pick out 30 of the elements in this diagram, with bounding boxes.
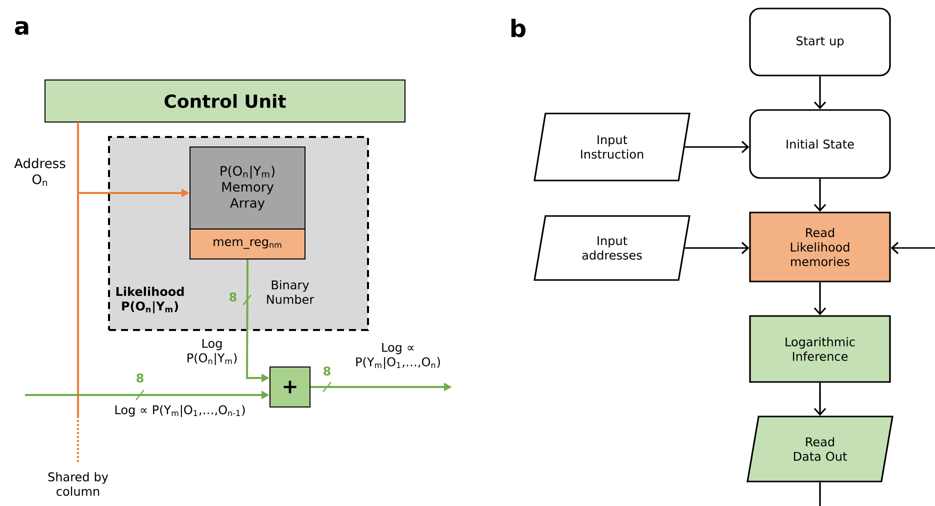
bus-width-label: 8 (324, 366, 330, 376)
input-parallelogram: Input addresses (534, 215, 690, 281)
panel-letter: b (511, 18, 526, 38)
connector-line (819, 482, 821, 506)
arrow (814, 178, 826, 212)
adder-box: + (270, 366, 310, 408)
process-box: Logarithmic Inference (749, 315, 891, 383)
arrow (684, 242, 750, 254)
control-unit-box: Control Unit (44, 80, 406, 122)
bus-width-label: 8 (136, 373, 144, 383)
panel-letter: a (14, 21, 28, 35)
bus-width-label: 8 (230, 292, 236, 302)
output-parallelogram: Read Data Out (746, 416, 894, 482)
arrow (814, 76, 826, 110)
signal-label: Binary Number (267, 280, 314, 304)
signal-label: Log P(O$_{n}$|Y$_{m}$) (188, 338, 237, 366)
arrow (890, 242, 935, 254)
signal-label: Log ∝ P(Y$_{m}$|O$_{1}$,…,O$_{n-1}$) (115, 405, 245, 417)
arrow (814, 282, 826, 316)
start-box: Start up (749, 8, 891, 76)
note-label: Shared by column (48, 472, 108, 496)
process-box: Initial State (749, 109, 891, 179)
signal-label: Address O$_{n}$ (14, 158, 66, 186)
memory-array-box: P(O$_{n}$|Y$_{m}$) Memory Array (190, 146, 306, 230)
register-box: mem_reg$_{nm}$ (190, 228, 306, 260)
signal-label: Log ∝ P(Y$_{m}$|O$_{1}$,…,O$_{n}$) (356, 342, 440, 370)
arrow (814, 382, 826, 416)
process-box: Read Likelihood memories (749, 212, 891, 282)
arrow (684, 140, 750, 154)
input-parallelogram: Input Instruction (534, 112, 690, 182)
